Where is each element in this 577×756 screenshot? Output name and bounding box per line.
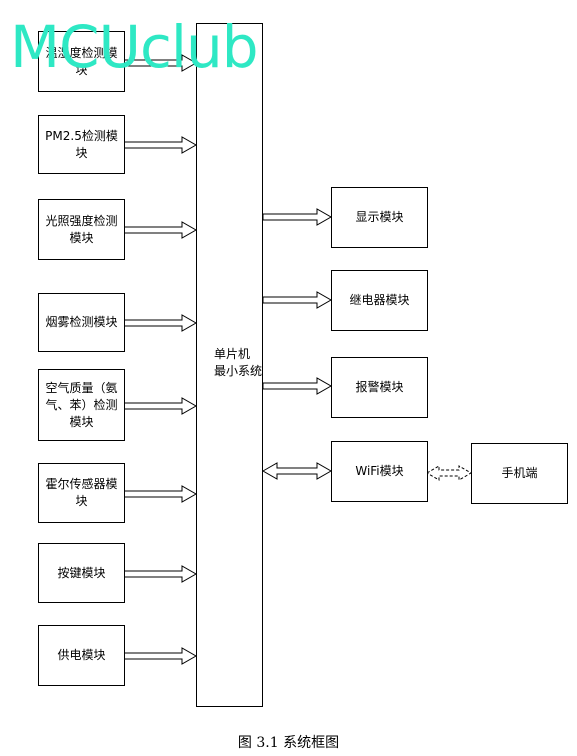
arrow-display: [262, 208, 333, 226]
arrow-hall: [123, 485, 198, 503]
module-smoke: 烟雾检测模块: [38, 293, 125, 352]
module-light-label: 光照强度检测模块: [45, 213, 118, 245]
phone-label: 手机端: [501, 466, 538, 480]
module-relay: 继电器模块: [331, 270, 428, 331]
arrow-wifi: [261, 462, 333, 480]
arrow-temp: [123, 54, 198, 72]
module-smoke-label: 烟雾检测模块: [45, 315, 118, 329]
mcu-label: 单片机 最小系统: [214, 346, 274, 380]
figure-caption: 图 3.1 系统框图: [237, 735, 340, 751]
arrow-phone-link: [426, 465, 472, 481]
watermark-logo: MCUclub: [10, 13, 259, 81]
module-light: 光照强度检测模块: [38, 199, 125, 260]
arrow-pm25: [123, 136, 198, 154]
arrow-light: [123, 221, 198, 239]
module-power-label: 供电模块: [57, 648, 106, 662]
module-alarm-label: 报警模块: [355, 380, 404, 394]
module-hall-label: 霍尔传感器模块: [45, 477, 118, 508]
mcu-label-line1: 单片机: [214, 347, 251, 361]
module-display-label: 显示模块: [355, 210, 404, 224]
module-relay-label: 继电器模块: [349, 293, 410, 307]
module-pm25: PM2.5检测模块: [38, 115, 125, 174]
module-key-label: 按键模块: [57, 565, 106, 580]
arrow-air: [123, 397, 198, 415]
arrow-alarm: [262, 377, 333, 395]
module-power: 供电模块: [38, 625, 125, 686]
module-wifi-label: WiFi模块: [355, 464, 404, 478]
module-display: 显示模块: [331, 187, 428, 248]
module-temp-label: 温湿度检测模块: [45, 45, 118, 77]
module-air: 空气质量（氨气、苯）检测模块: [38, 369, 125, 441]
module-alarm: 报警模块: [331, 357, 428, 418]
module-hall: 霍尔传感器模块: [38, 463, 125, 523]
mcu-label-line2: 最小系统: [214, 364, 263, 378]
module-wifi: WiFi模块: [331, 441, 428, 502]
module-pm25-label: PM2.5检测模块: [45, 128, 118, 160]
arrow-relay: [262, 291, 333, 309]
module-air-label: 空气质量（氨气、苯）检测模块: [45, 380, 118, 429]
arrow-smoke: [123, 314, 198, 332]
arrow-power: [123, 647, 198, 665]
mcu-block: [196, 23, 263, 707]
module-temp: 温湿度检测模块: [38, 31, 125, 92]
module-key: 按键模块: [38, 543, 125, 603]
phone-block: 手机端: [471, 443, 568, 504]
arrow-key: [123, 565, 198, 583]
